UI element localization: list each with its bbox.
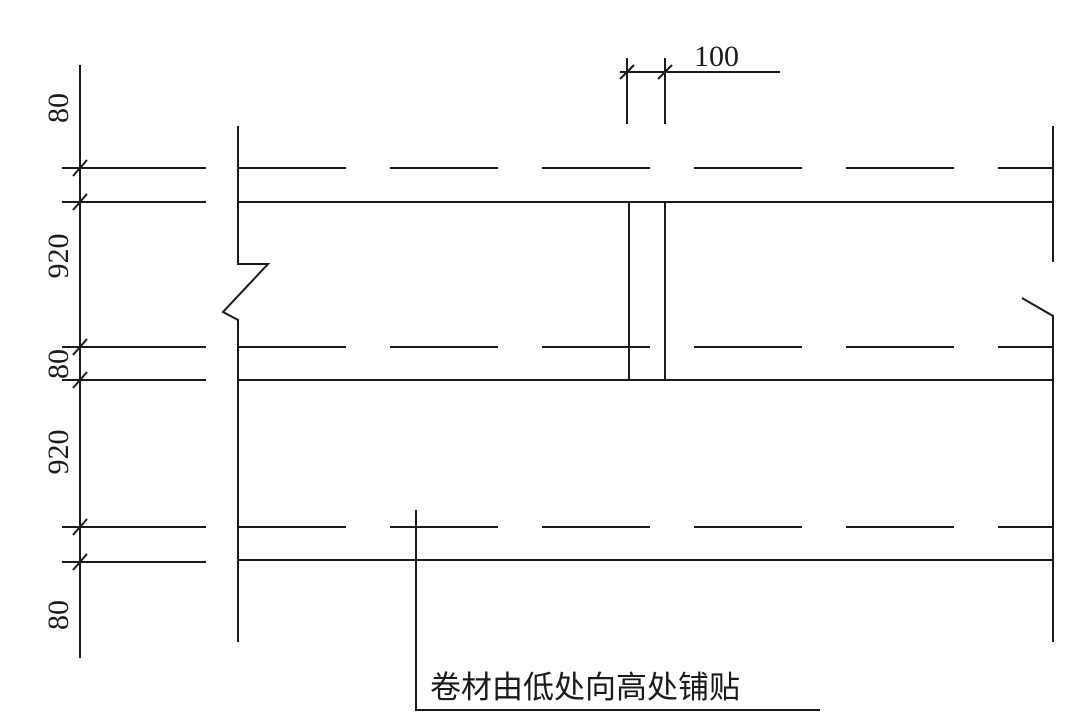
dimension-tick: [72, 553, 88, 571]
dimension-tick: [72, 193, 88, 211]
dimension-tick: [657, 64, 673, 80]
overlap-dimension-label: 100: [694, 40, 739, 73]
vertical-dimension-chain: 80 920 80 920 80: [42, 65, 206, 658]
left-boundary-break-line: [221, 126, 271, 642]
roll-sheet-strips: [221, 126, 1054, 642]
right-boundary-line-lower: [1021, 297, 1054, 642]
annotation-leader-line: [415, 510, 820, 711]
dimension-label-920-upper: 920: [42, 234, 75, 279]
overlap-dimension: 100: [619, 40, 780, 124]
direction-annotation: 卷材由低处向高处铺贴: [415, 510, 820, 711]
dimension-label-middle-80: 80: [42, 349, 75, 379]
annotation-text: 卷材由低处向高处铺贴: [430, 670, 740, 706]
dimension-tick: [72, 371, 88, 389]
dimension-label-920-lower: 920: [42, 430, 75, 475]
dimension-label-top-80: 80: [42, 93, 75, 123]
dimension-tick: [619, 64, 635, 80]
dimension-tick: [72, 338, 88, 356]
dimension-tick: [72, 518, 88, 536]
dimension-label-bottom-80: 80: [42, 600, 75, 630]
dimension-tick: [72, 159, 88, 177]
